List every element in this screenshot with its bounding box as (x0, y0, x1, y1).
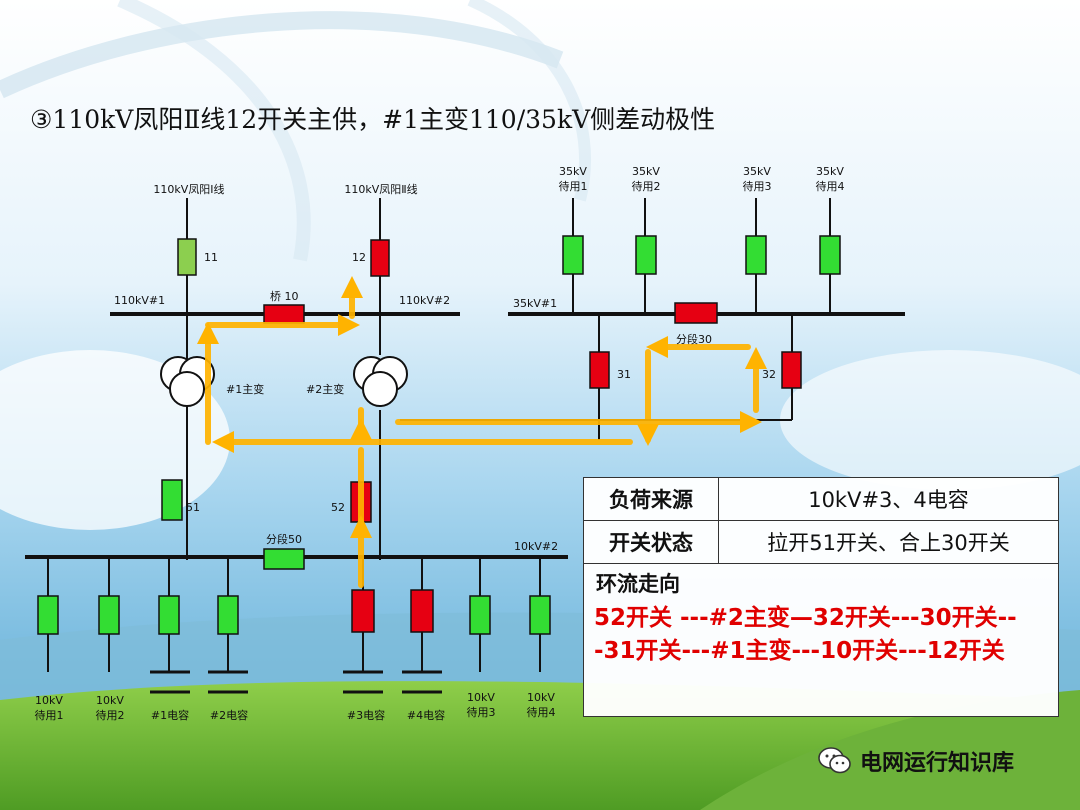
switch-35kv-feeder-4[interactable] (819, 235, 841, 275)
label-sw31: 31 (617, 368, 631, 381)
arrow-up-t2 (350, 418, 372, 440)
brand-watermark: 电网运行知识库 (818, 745, 1014, 777)
label-bus-35kv: 35kV#1 (513, 297, 557, 310)
feeder35-3-l2: 待用3 (743, 179, 772, 193)
flow-description: 52开关 ---#2主变—32开关---30开关---31开关---#1主变--… (594, 605, 1017, 664)
feeder35-2-l2: 待用2 (632, 179, 661, 193)
brand-text: 电网运行知识库 (860, 751, 1015, 776)
switch-10kv-feeder-2[interactable] (98, 595, 120, 635)
switch-state-label: 开关状态 (584, 521, 719, 563)
flow-label: 环流走向 (596, 572, 680, 596)
arrow-up-12 (341, 276, 363, 298)
page-title: ③110kV凤阳Ⅱ线12开关主供，#1主变110/35kV侧差动极性 (30, 105, 716, 134)
switch-12[interactable] (370, 239, 390, 277)
arrow-up-t1 (197, 322, 219, 344)
flow-arrowheads (197, 276, 767, 538)
wechat-icon (818, 747, 851, 774)
arrow-right-32 (740, 411, 762, 433)
feeder35-2-l1: 35kV (632, 165, 660, 178)
switch-cap-1[interactable] (158, 595, 180, 635)
arrow-left-30 (646, 336, 668, 358)
switch-32[interactable] (781, 351, 802, 389)
switch-bridge-10[interactable] (263, 304, 305, 324)
feeder10-1-l2: 待用1 (35, 708, 64, 722)
feeder35-4-l2: 待用4 (816, 179, 845, 193)
switch-10kv-feeder-3[interactable] (469, 595, 491, 635)
feeder35-1-l2: 待用1 (559, 179, 588, 193)
label-t1: #1主变 (226, 382, 264, 396)
switch-51[interactable] (161, 479, 183, 521)
label-seg50: 分段50 (266, 532, 302, 546)
label-sw12: 12 (352, 251, 366, 264)
label-sw52: 52 (331, 501, 345, 514)
feeder10-7-l2: 待用3 (467, 705, 496, 719)
feeder10-4-l2: #2电容 (210, 708, 248, 722)
transformer-2-icon (353, 356, 408, 407)
feeder10-7-l1: 10kV (467, 691, 495, 704)
label-sw51: 51 (186, 501, 200, 514)
transformer-1-icon (160, 356, 215, 407)
feeder35-3-l1: 35kV (743, 165, 771, 178)
info-table: 负荷来源 10kV#3、4电容 开关状态 拉开51开关、合上30开关 环流走向 … (583, 477, 1059, 717)
feeder35-4-l1: 35kV (816, 165, 844, 178)
switch-10kv-feeder-4[interactable] (529, 595, 551, 635)
label-bus-110kv-2: 110kV#2 (399, 294, 450, 307)
switch-state-value: 拉开51开关、合上30开关 (767, 531, 1010, 555)
switch-seg-50[interactable] (263, 548, 305, 570)
label-bridge: 桥 10 (270, 290, 299, 303)
label-sw32: 32 (762, 368, 776, 381)
feeder10-2-l1: 10kV (96, 694, 124, 707)
feeder10-5-l2: #3电容 (347, 708, 385, 722)
switch-35kv-feeder-3[interactable] (745, 235, 767, 275)
arrow-right-bridge (338, 314, 360, 336)
feeder10-3-l2: #1电容 (151, 708, 189, 722)
arrow-up-52 (350, 515, 372, 538)
label-line2: 110kV凤阳Ⅱ线 (344, 182, 417, 196)
switch-35kv-feeder-1[interactable] (562, 235, 584, 275)
load-source-label: 负荷来源 (584, 478, 719, 520)
switch-cap-3[interactable] (351, 589, 375, 633)
feeder10-2-l2: 待用2 (96, 708, 125, 722)
label-sw11: 11 (204, 251, 218, 264)
arrow-left-t1 (212, 431, 234, 453)
feeder35-1-l1: 35kV (559, 165, 587, 178)
switch-seg-30[interactable] (674, 302, 718, 324)
switch-35kv-feeder-2[interactable] (635, 235, 657, 275)
label-t2: #2主变 (306, 382, 344, 396)
switch-cap-2[interactable] (217, 595, 239, 635)
info-row-switch-state: 开关状态 拉开51开关、合上30开关 (584, 521, 1058, 564)
feeder10-6-l2: #4电容 (407, 708, 445, 722)
switch-10kv-feeder-1[interactable] (37, 595, 59, 635)
feeder10-8-l2: 待用4 (527, 705, 556, 719)
switch-11[interactable] (177, 238, 197, 276)
switch-31[interactable] (589, 351, 610, 389)
info-row-load-source: 负荷来源 10kV#3、4电容 (584, 478, 1058, 521)
label-bus-10kv-2: 10kV#2 (514, 540, 558, 553)
arrow-up-32 (745, 347, 767, 369)
label-bus-110kv-1: 110kV#1 (114, 294, 165, 307)
feeder10-8-l1: 10kV (527, 691, 555, 704)
arrow-down-31 (637, 424, 659, 446)
feeder10-1-l1: 10kV (35, 694, 63, 707)
label-seg30: 分段30 (676, 332, 712, 346)
load-source-value: 10kV#3、4电容 (808, 488, 969, 512)
switch-cap-4[interactable] (410, 589, 434, 633)
label-line1: 110kV凤阳Ⅰ线 (153, 182, 224, 196)
